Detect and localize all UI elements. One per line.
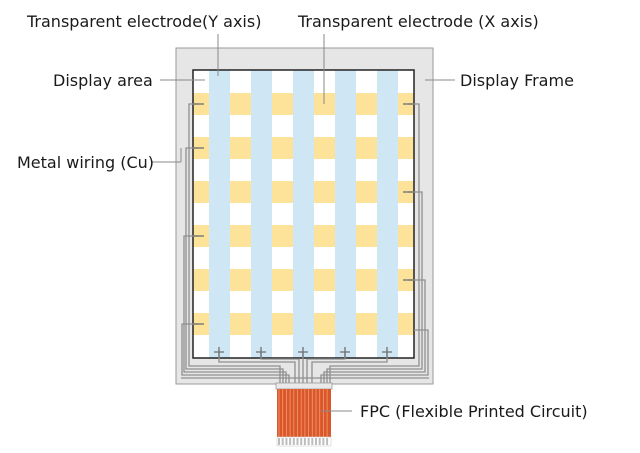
fpc-pin-12 xyxy=(318,438,321,445)
label-transparent-electrode-x: Transparent electrode (X axis) xyxy=(298,12,539,31)
terminal-y-3 xyxy=(298,347,308,357)
label-display-area: Display area xyxy=(53,71,153,90)
y-electrode-4 xyxy=(335,70,356,358)
y-electrode-1 xyxy=(209,70,230,358)
terminal-marks xyxy=(194,103,413,357)
fpc-pin-4 xyxy=(289,438,292,445)
fpc-pin-10 xyxy=(311,438,314,445)
y-electrodes xyxy=(209,70,398,358)
fpc-pin-9 xyxy=(307,438,310,445)
fpc-neck xyxy=(275,382,333,390)
fpc-pin-11 xyxy=(315,438,317,445)
terminal-y-2 xyxy=(256,347,266,357)
metal-wiring xyxy=(181,103,429,384)
terminal-y-5 xyxy=(382,347,392,357)
fpc-pin-1 xyxy=(278,438,280,445)
fpc-pin-7 xyxy=(300,438,303,445)
label-transparent-electrode-y: Transparent electrode(Y axis) xyxy=(27,12,262,31)
fpc-pin-14 xyxy=(326,438,329,445)
fpc-body xyxy=(277,389,331,437)
wiring-right-3 xyxy=(323,279,426,384)
leader-lines xyxy=(151,34,455,412)
fpc-pin-6 xyxy=(296,438,299,445)
fpc-pin-8 xyxy=(303,438,306,445)
label-display-frame: Display Frame xyxy=(460,71,574,90)
terminal-y-4 xyxy=(340,347,350,357)
wiring-left-2 xyxy=(185,147,284,384)
fpc-pin-5 xyxy=(292,438,295,445)
y-electrode-3 xyxy=(293,70,314,358)
terminal-y-1 xyxy=(214,347,224,357)
label-fpc: FPC (Flexible Printed Circuit) xyxy=(360,402,588,421)
y-electrode-2 xyxy=(251,70,272,358)
fpc-connector xyxy=(275,382,333,447)
fpc-pin-2 xyxy=(281,438,284,445)
fpc-pin-3 xyxy=(285,438,288,445)
label-metal-wiring: Metal wiring (Cu) xyxy=(17,153,154,172)
wiring-left-3 xyxy=(183,235,287,384)
y-electrode-5 xyxy=(377,70,398,358)
fpc-pin-13 xyxy=(322,438,325,445)
wiring-right-2 xyxy=(326,191,423,384)
